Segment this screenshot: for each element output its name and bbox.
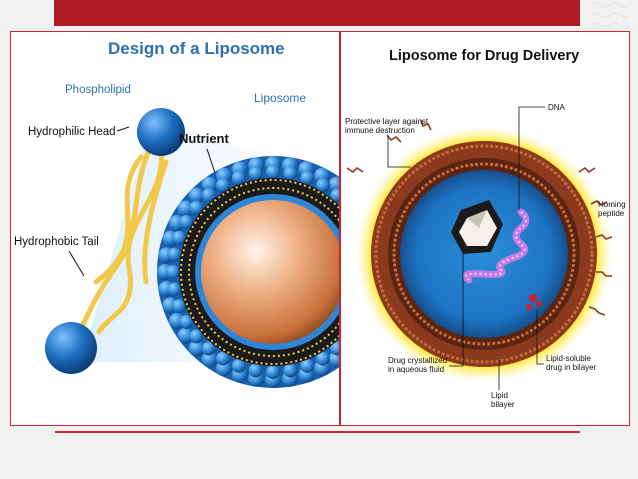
- protective-layer-label-1: Protective layer against: [345, 117, 429, 126]
- lipid-head-bead: [330, 341, 339, 356]
- liposome-design-diagram: Design of a Liposome Phospholipid Hydrop…: [14, 39, 339, 388]
- lipid-head-bead: [167, 282, 182, 297]
- lipid-soluble-drug: [526, 294, 542, 310]
- lipid-bilayer-label-2: bilayer: [491, 400, 515, 409]
- top-accent-bar: [54, 0, 580, 26]
- lipid-bilayer-label-1: Lipid: [491, 391, 508, 400]
- drug-crystal-leader: [449, 254, 464, 367]
- drug-crystal-label-1: Drug crystallized: [388, 356, 447, 365]
- lipid-head-bead: [330, 188, 339, 203]
- nutrient-label: Nutrient: [179, 131, 230, 146]
- phospholipid-label: Phospholipid: [65, 84, 131, 96]
- lipid-head-bead: [172, 299, 187, 314]
- aqueous-interior: [400, 170, 568, 338]
- lipid-head-bead: [266, 165, 280, 179]
- lipid-head-bead: [167, 247, 182, 262]
- nutrient-core: [201, 200, 339, 344]
- lipid-head-bead: [316, 178, 330, 193]
- liposome-label: Liposome: [254, 91, 306, 105]
- lipid-head-bead: [248, 363, 263, 378]
- drug-crystal-label-2: in aqueous fluid: [388, 365, 444, 374]
- homing-peptide-label-1: Homing: [598, 200, 626, 209]
- hydrophobic-tails: [78, 147, 169, 335]
- lipid-head-bead: [216, 178, 230, 193]
- lipid-soluble-label-2: drug in bilayer: [546, 363, 597, 372]
- dna-leader: [518, 106, 545, 210]
- lipid-head-bead: [231, 171, 246, 186]
- homing-peptide-label-2: peptide: [598, 209, 625, 218]
- hydrophilic-head-label: Hydrophilic Head: [28, 126, 116, 138]
- dna-label: DNA: [548, 103, 566, 112]
- lipid-head-bead: [177, 327, 194, 344]
- lipid-soluble-label-1: Lipid-soluble: [546, 354, 591, 363]
- lipid-head-bead: [231, 358, 246, 373]
- lipid-head-bead: [216, 351, 230, 366]
- lipid-head-bead: [179, 215, 194, 229]
- outer-lipid-heads: [374, 144, 594, 364]
- protective-layer-leader: [387, 136, 411, 168]
- lipid-head-bead: [300, 171, 315, 186]
- left-title: Design of a Liposome: [108, 39, 285, 58]
- lipid-head-bead: [166, 265, 180, 279]
- lipid-head-bead: [188, 187, 205, 204]
- lipid-head-bead: [201, 176, 218, 193]
- homing-peptides: [346, 119, 613, 316]
- lipid-head-bead: [201, 188, 216, 203]
- lipid-head-bead: [189, 200, 204, 215]
- panel-divider: [339, 31, 341, 426]
- drug-delivery-diagram: Liposome for Drug Delivery Protective la…: [345, 48, 626, 409]
- inner-lipid-heads: [392, 162, 576, 346]
- lipid-head-bead: [188, 340, 205, 357]
- lipid-head-bead: [283, 363, 298, 378]
- right-title: Liposome for Drug Delivery: [389, 48, 579, 64]
- lipid-head-bead: [248, 166, 263, 181]
- lipid-head-bead: [179, 315, 194, 329]
- corner-pattern-decoration: [589, 2, 631, 28]
- bottom-rule: [55, 431, 580, 433]
- lipid-head-bead: [201, 351, 218, 368]
- lipid-head-bead: [283, 166, 298, 181]
- lipid-soluble-leader: [536, 310, 544, 365]
- protective-layer-label-2: immune destruction: [345, 126, 415, 135]
- lipid-head-bead: [189, 329, 204, 344]
- drug-crystal: [451, 200, 503, 254]
- lipid-head-bead: [316, 351, 330, 366]
- hydrophilic-head-bottom: [45, 322, 97, 374]
- hydrophobic-tail-leader: [68, 250, 85, 277]
- lipid-head-bead: [266, 365, 280, 379]
- lipid-head-bead: [300, 358, 315, 373]
- lipid-head-bead: [201, 341, 216, 356]
- hydrophobic-tail-label: Hydrophobic Tail: [14, 236, 99, 248]
- hydrophilic-head-leader: [116, 126, 130, 132]
- hydrophilic-head-top: [137, 108, 185, 156]
- lipid-head-bead: [177, 200, 194, 217]
- liposome-sphere: [157, 156, 339, 388]
- lipid-head-bead: [172, 230, 187, 245]
